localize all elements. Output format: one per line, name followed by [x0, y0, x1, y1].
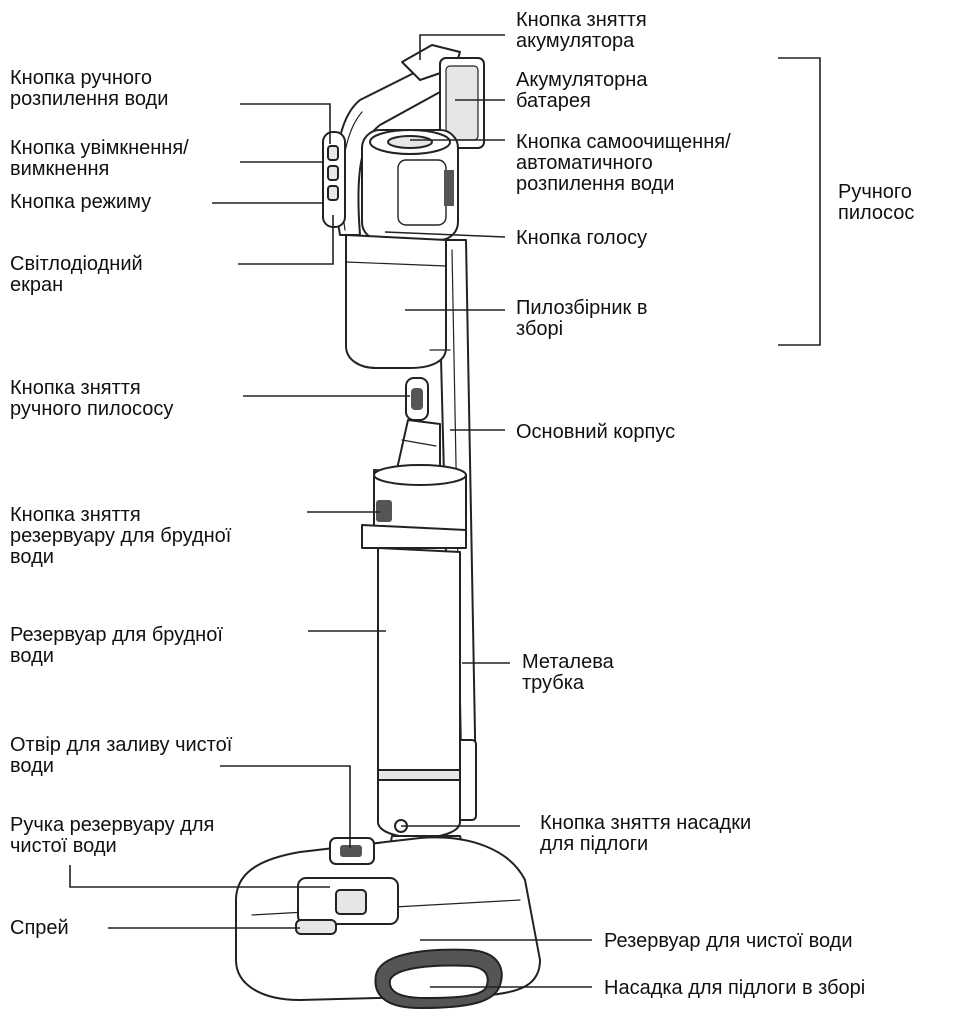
spray-shape [295, 919, 337, 935]
leader-battery-release [419, 34, 505, 60]
label-power-button: Кнопка увімкнення/ вимкнення [10, 137, 189, 180]
label-handheld-group: Ручного пилосос [838, 181, 915, 224]
label-spray: Спрей [10, 917, 69, 939]
label-clean-water-tank: Резервуар для чистої води [604, 930, 853, 952]
label-floor-head-release-button: Кнопка зняття насадки для підлоги [540, 812, 752, 855]
leader-lines [69, 34, 821, 988]
label-voice-button: Кнопка голосу [516, 227, 648, 249]
label-floor-head-assembly: Насадка для підлоги в зборі [604, 977, 866, 999]
leader-led [238, 215, 334, 265]
label-mode-button: Кнопка режиму [10, 191, 152, 213]
label-clean-tank-handle: Ручка резервуару для чистої води [10, 814, 215, 857]
label-self-clean-button: Кнопка самоочищення/ автоматичного розпи… [516, 131, 731, 195]
leader-manual-spray [240, 103, 331, 144]
label-led-screen: Світлодіодний екран [10, 253, 143, 296]
handheld-bracket [778, 57, 821, 346]
leader-inlet [220, 765, 351, 848]
label-handheld-release-button: Кнопка зняття ручного пилососу [10, 377, 174, 420]
leader-voice [384, 231, 506, 238]
label-battery-release-button: Кнопка зняття акумулятора [516, 9, 647, 52]
label-main-body: Основний корпус [516, 421, 676, 443]
dust-bin-shape [345, 234, 447, 369]
label-dust-bin: Пилозбірник в зборі [516, 297, 648, 340]
label-manual-spray-button: Кнопка ручного розпилення води [10, 67, 169, 110]
label-clean-water-inlet: Отвір для заливу чистої води [10, 734, 233, 777]
leader-handle [69, 865, 330, 888]
label-dirty-water-tank: Резервуар для брудної води [10, 624, 223, 667]
label-battery: Акумуляторна батарея [516, 69, 648, 112]
label-metal-tube: Металева трубка [522, 651, 614, 694]
label-dirty-tank-release-button: Кнопка зняття резервуару для брудної вод… [10, 504, 232, 568]
vacuum-illustration [235, 44, 541, 1009]
dirty-tank-body-shape [377, 547, 461, 771]
